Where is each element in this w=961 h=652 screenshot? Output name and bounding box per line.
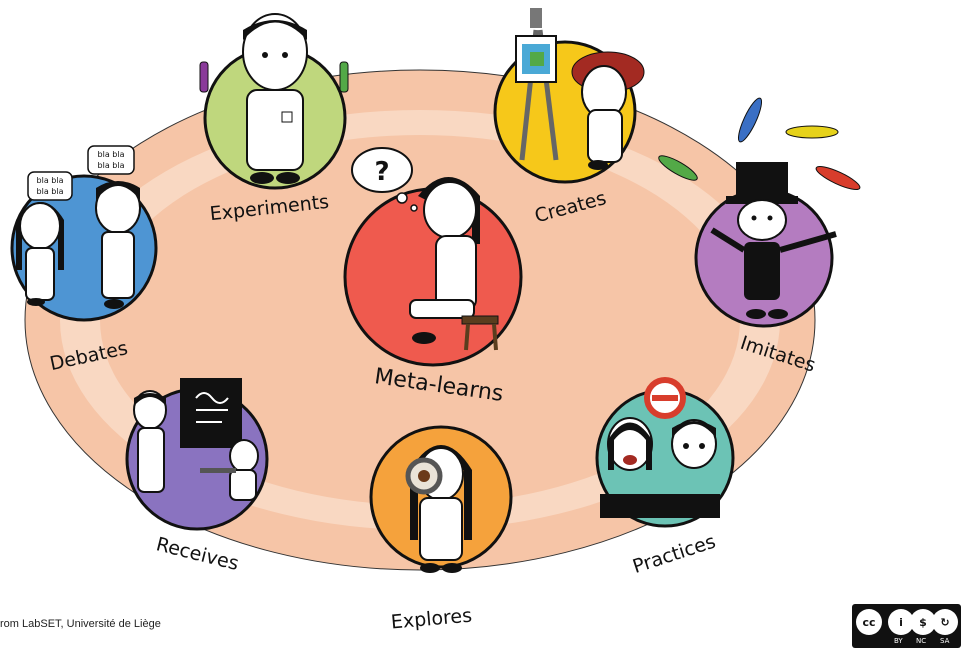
painter-figure-icon (515, 8, 645, 170)
speech-left-line1: bla bla (37, 176, 64, 185)
speech-bubble-left: bla bla bla bla (27, 171, 73, 201)
attribution-icon: i (888, 609, 914, 635)
thought-bubble: ? (351, 147, 418, 212)
speech-right-line1: bla bla (98, 150, 125, 159)
node-practices: Practices (595, 377, 735, 578)
license-badge: cc i $ ↻ BY NC SA (852, 604, 961, 648)
cc-icon: cc (856, 609, 882, 635)
magnifying-figure-icon (405, 445, 472, 573)
driving-figures-icon (600, 377, 720, 518)
juggling-pins-icon (658, 97, 861, 191)
license-sa: SA (940, 637, 950, 645)
node-receives: Receives (125, 378, 269, 575)
non-commercial-icon: $ (910, 609, 936, 635)
speech-right-line2: bla bla (98, 161, 125, 170)
node-explores: Explores (369, 425, 513, 634)
credit-text: rom LabSET, Université de Liège (0, 618, 161, 630)
label-practices: Practices (630, 531, 718, 578)
debating-figures-icon (16, 181, 141, 309)
label-explores: Explores (390, 605, 473, 634)
license-nc: NC (916, 637, 927, 645)
label-receives: Receives (154, 533, 241, 575)
node-creates: Creates (493, 8, 645, 227)
node-meta-learns: ? Meta-learns (343, 147, 523, 407)
thinker-figure-icon (409, 177, 499, 351)
share-alike-icon: ↻ (932, 609, 958, 635)
classroom-figures-icon (133, 378, 259, 501)
speech-left-line2: bla bla (37, 187, 64, 196)
scientist-figure-icon (199, 13, 349, 184)
node-experiments: Experiments (199, 13, 349, 225)
mime-figure-icon (710, 162, 837, 319)
license-by: BY (894, 637, 903, 645)
question-mark-icon: ? (374, 157, 389, 187)
speech-bubble-right: bla bla bla bla (87, 145, 135, 175)
